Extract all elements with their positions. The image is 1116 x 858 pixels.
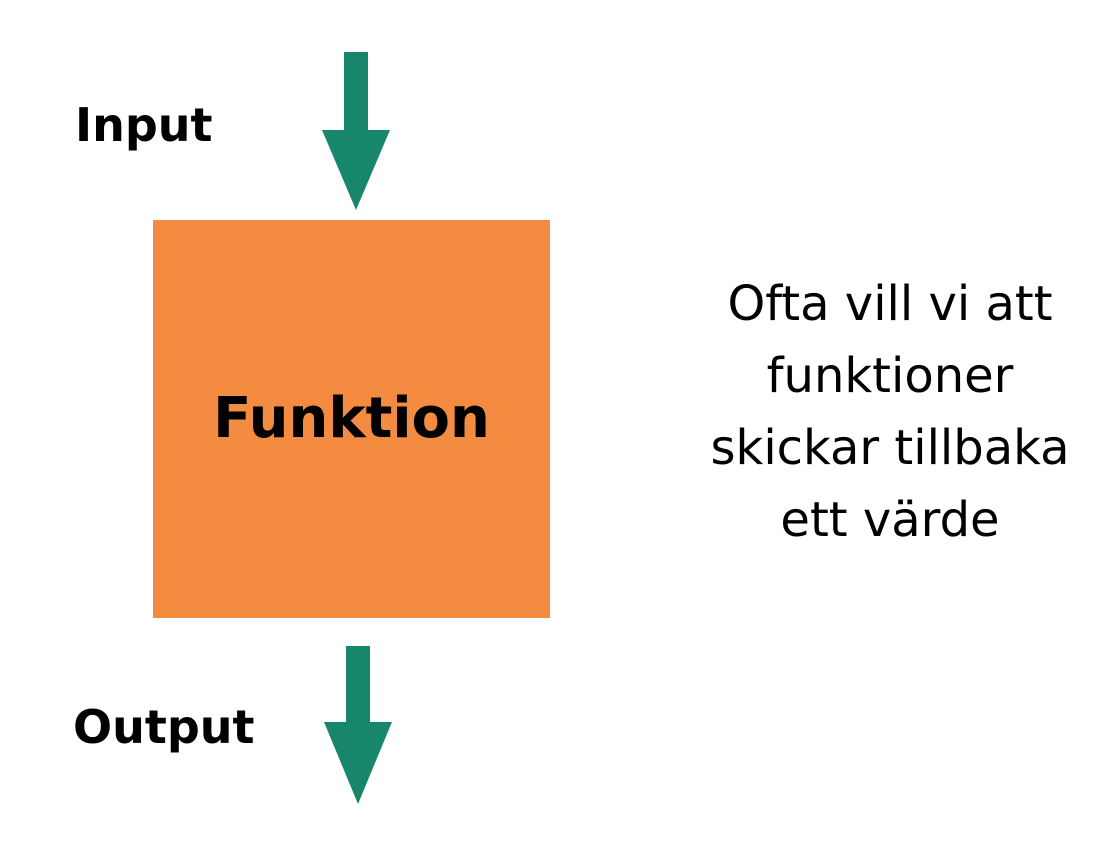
input-label: Input bbox=[75, 98, 213, 152]
input-arrow-head bbox=[322, 130, 390, 210]
note-line: funktioner bbox=[766, 348, 1014, 404]
function-box: Funktion bbox=[153, 220, 550, 618]
output-label: Output bbox=[73, 700, 255, 754]
input-arrow-shaft bbox=[344, 52, 368, 132]
input-arrow-icon bbox=[322, 52, 390, 210]
note-line: Ofta vill vi att bbox=[727, 276, 1053, 332]
explanation-note: Ofta vill vi att funktioner skickar till… bbox=[685, 268, 1095, 556]
note-line: ett värde bbox=[780, 492, 1000, 548]
note-line: skickar tillbaka bbox=[710, 420, 1070, 476]
output-arrow-head bbox=[324, 722, 392, 804]
function-label: Funktion bbox=[213, 386, 490, 451]
output-arrow-icon bbox=[324, 646, 392, 804]
output-arrow-shaft bbox=[346, 646, 370, 724]
